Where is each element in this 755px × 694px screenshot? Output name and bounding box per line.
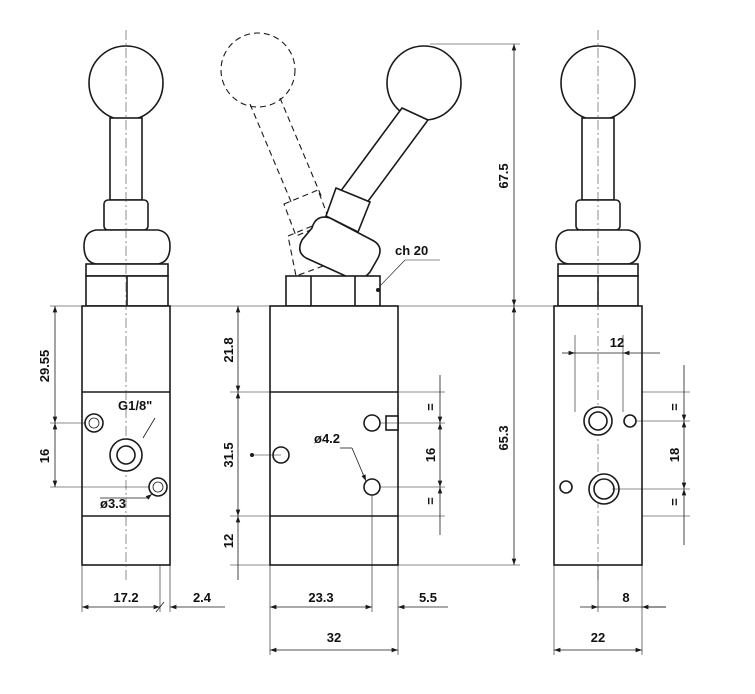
left-collar xyxy=(83,229,171,265)
mid-hole-lower xyxy=(363,478,381,496)
dim-18: 18 xyxy=(667,448,682,462)
dim-equal-mid-bottom: = xyxy=(423,497,438,505)
mid-knob xyxy=(386,45,462,121)
label-g1-8: G1/8" xyxy=(118,398,152,413)
dim-65-3: 65.3 xyxy=(496,425,511,450)
right-hole-lower xyxy=(559,480,573,494)
dim-31-5: 31.5 xyxy=(221,442,236,467)
left-view xyxy=(50,30,225,613)
right-hole-upper xyxy=(623,414,637,428)
mid-collar xyxy=(298,216,381,280)
dim-equal-right-top: = xyxy=(667,403,682,411)
dim-12-right: 12 xyxy=(610,335,624,350)
label-d4-2: ø4.2 xyxy=(314,431,340,446)
dim-22: 22 xyxy=(591,630,605,645)
dim-17-2: 17.2 xyxy=(113,590,138,605)
mid-body xyxy=(269,305,399,566)
dim-16-mid: 16 xyxy=(423,448,438,462)
mid-knob-ghost xyxy=(220,32,296,108)
dim-8: 8 xyxy=(622,590,629,605)
left-hole-upper xyxy=(84,413,104,433)
dim-29-55: 29.55 xyxy=(37,350,52,383)
left-collar-ring xyxy=(85,263,169,277)
mid-hole-upper xyxy=(363,414,381,432)
dim-12-mid: 12 xyxy=(221,534,236,548)
dim-2-4: 2.4 xyxy=(193,590,212,605)
label-ch20: ch 20 xyxy=(395,243,428,258)
dim-21-8: 21.8 xyxy=(221,337,236,362)
dim-equal-right-bottom: = xyxy=(667,498,682,506)
dim-32: 32 xyxy=(327,630,341,645)
right-port-upper xyxy=(583,406,613,436)
mid-stem xyxy=(338,107,430,205)
right-stem xyxy=(581,117,615,201)
dim-67-5: 67.5 xyxy=(496,163,511,188)
left-port xyxy=(109,438,143,472)
left-hole-lower xyxy=(148,477,168,497)
dim-equal-mid-top: = xyxy=(423,403,438,411)
label-d3-3: ø3.3 xyxy=(100,496,126,511)
dim-23-3: 23.3 xyxy=(308,590,333,605)
dim-16-left: 16 xyxy=(37,449,52,463)
dimension-labels: 67.5 65.3 29.55 16 17.2 2.4 G1/8" ø3.3 2… xyxy=(37,163,682,645)
right-view xyxy=(553,30,690,655)
middle-view xyxy=(170,32,560,655)
mid-hex-nut xyxy=(285,275,381,307)
dim-5-5: 5.5 xyxy=(419,590,437,605)
